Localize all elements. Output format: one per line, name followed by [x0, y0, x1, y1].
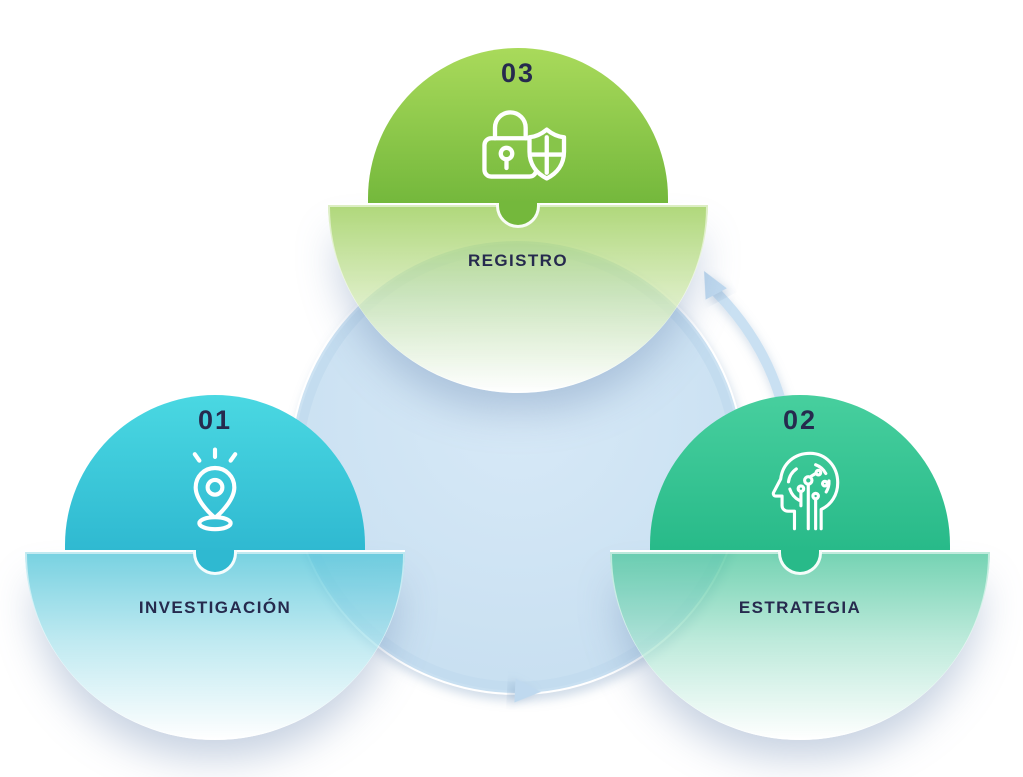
- step-investigacion: INVESTIGACIÓN 01: [25, 395, 405, 743]
- step-dome: 02: [650, 395, 950, 550]
- cycle-arrowhead-right: [514, 678, 541, 703]
- step-title: INVESTIGACIÓN: [138, 598, 292, 617]
- step-number: 03: [500, 58, 536, 88]
- head-circuit-icon: [754, 445, 846, 537]
- cycle-arrowhead-up: [704, 270, 727, 300]
- step-title: ESTRATEGIA: [738, 598, 862, 617]
- step-label-panel: ESTRATEGIA: [610, 550, 990, 740]
- step-label-panel: REGISTRO: [328, 203, 708, 393]
- location-pin-icon: [169, 445, 261, 537]
- step-dome: 01: [65, 395, 365, 550]
- step-registro: REGISTRO 03: [328, 48, 708, 396]
- step-title: REGISTRO: [468, 251, 568, 270]
- step-label-panel: INVESTIGACIÓN: [25, 550, 405, 740]
- step-number: 02: [782, 405, 818, 435]
- step-dome: 03: [368, 48, 668, 203]
- step-estrategia: ESTRATEGIA 02: [610, 395, 990, 743]
- step-number: 01: [197, 405, 233, 435]
- lock-shield-icon: [464, 98, 572, 190]
